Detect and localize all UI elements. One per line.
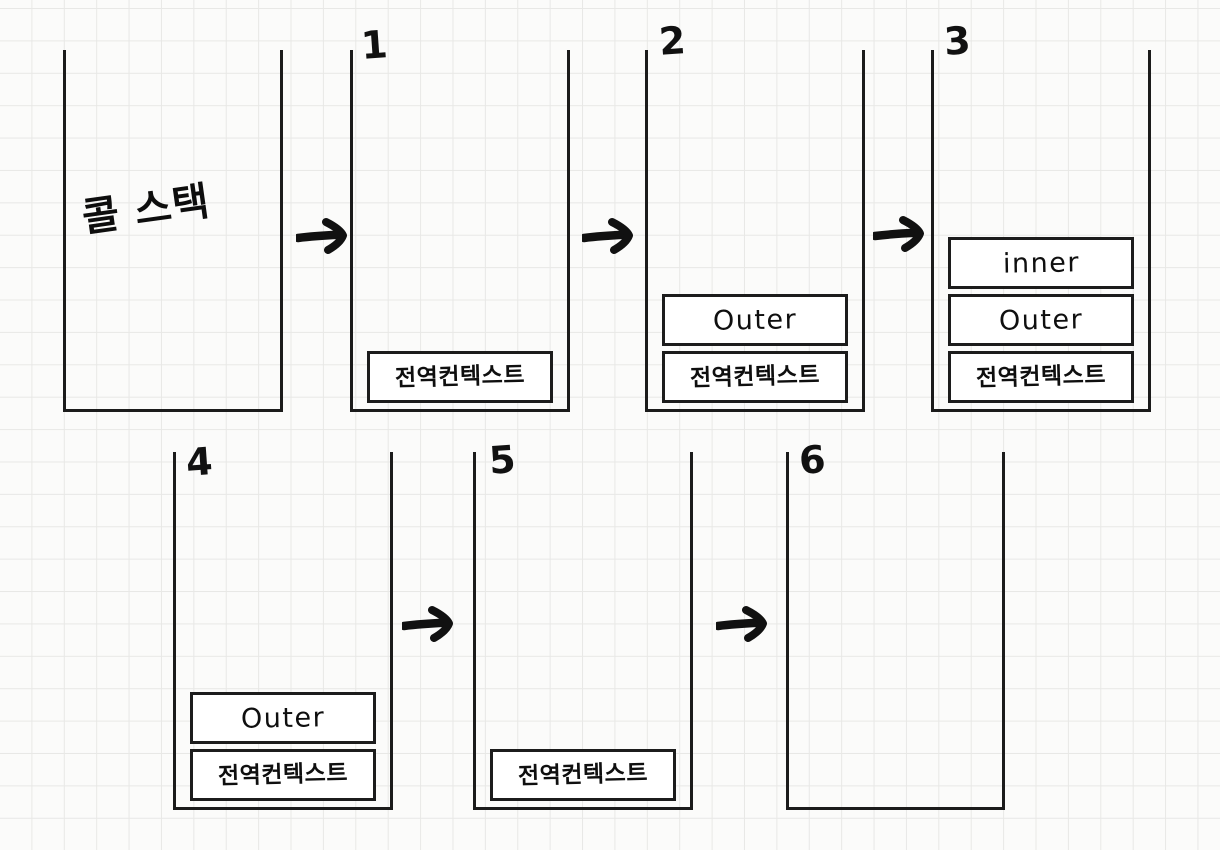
frame-list-4: Outer 전역컨텍스트 [190, 687, 376, 801]
frame-label: inner [1002, 246, 1080, 280]
call-stack-4: Outer 전역컨텍스트 [173, 452, 393, 810]
arrow-right-icon [582, 215, 644, 257]
arrow-right-icon [402, 603, 464, 645]
stack-title-call-stack: 콜 스택 [79, 178, 213, 242]
frame-label: Outer [240, 701, 326, 735]
frame-list-1: 전역컨텍스트 [367, 346, 553, 403]
call-stack-3: inner Outer 전역컨텍스트 [931, 50, 1151, 412]
frame-label: Outer [998, 303, 1084, 337]
frame-label: 전역컨텍스트 [217, 759, 349, 790]
call-stack-5: 전역컨텍스트 [473, 452, 693, 810]
stack-frame: 전역컨텍스트 [190, 749, 376, 801]
frame-label: 전역컨텍스트 [689, 361, 821, 392]
frame-label: Outer [712, 303, 798, 337]
stack-frame: Outer [190, 692, 376, 744]
stack-frame: inner [948, 237, 1134, 289]
call-stack-0: 콜 스택 [63, 50, 283, 412]
stack-frame: Outer [948, 294, 1134, 346]
stack-frame: 전역컨텍스트 [662, 351, 848, 403]
arrow-right-icon [873, 213, 935, 255]
frame-label: 전역컨텍스트 [394, 361, 526, 392]
stack-frame: 전역컨텍스트 [367, 351, 553, 403]
arrow-right-icon [716, 603, 778, 645]
stack-frame: 전역컨텍스트 [948, 351, 1134, 403]
frame-label: 전역컨텍스트 [517, 759, 649, 790]
frame-label: 전역컨텍스트 [975, 361, 1107, 392]
stack-frame: Outer [662, 294, 848, 346]
arrow-right-icon [296, 215, 358, 257]
stack-frame: 전역컨텍스트 [490, 749, 676, 801]
call-stack-2: Outer 전역컨텍스트 [645, 50, 865, 412]
call-stack-6 [786, 452, 1005, 810]
frame-list-2: Outer 전역컨텍스트 [662, 289, 848, 403]
call-stack-1: 전역컨텍스트 [350, 50, 570, 412]
frame-list-5: 전역컨텍스트 [490, 744, 676, 801]
frame-list-3: inner Outer 전역컨텍스트 [948, 232, 1134, 403]
